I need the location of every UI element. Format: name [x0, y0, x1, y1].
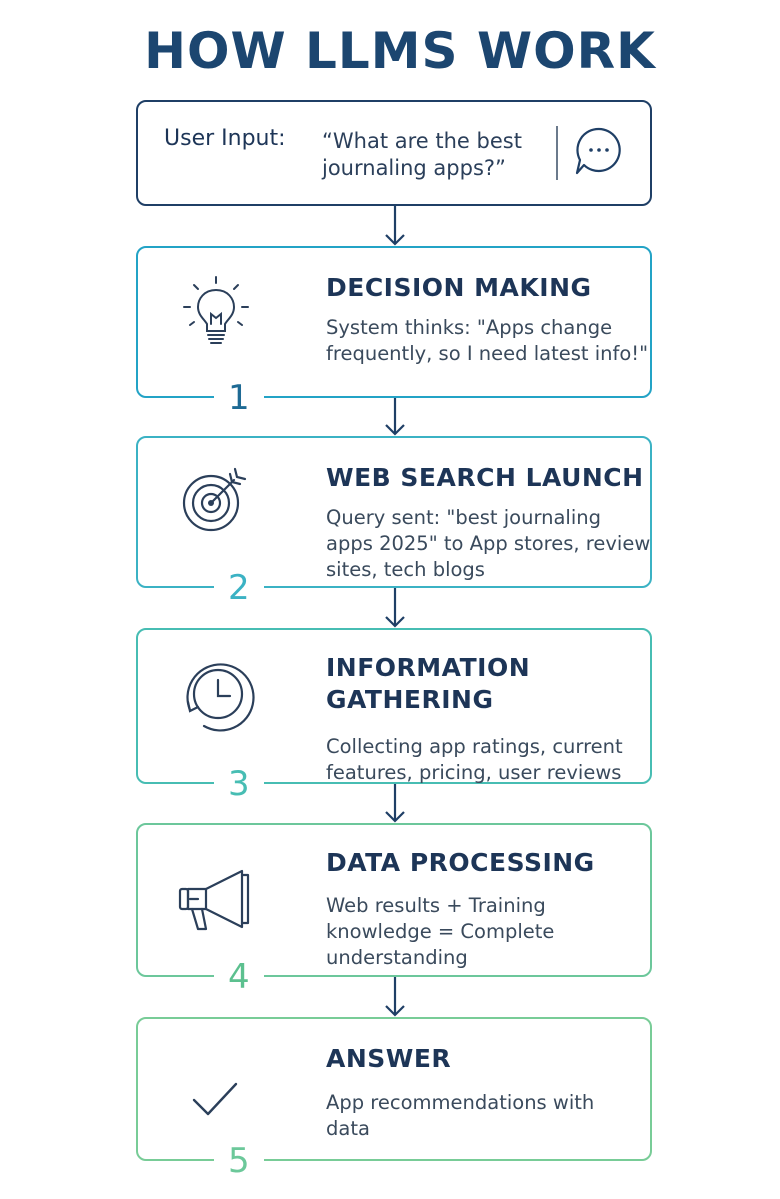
step-information-gathering: INFORMATION GATHERING Collecting app rat… — [136, 628, 652, 804]
step-number: 4 — [214, 957, 264, 997]
user-input-box: User Input: “What are the best journalin… — [136, 100, 652, 206]
page-title: HOW LLMS WORK — [144, 22, 656, 80]
step-description: System thinks: "Apps change frequently, … — [326, 316, 649, 365]
checkmark-icon — [192, 1082, 238, 1116]
arrow-down-icon — [385, 398, 405, 436]
step-heading: ANSWER — [326, 1044, 452, 1073]
lightbulb-icon — [183, 276, 249, 344]
chat-bubble-icon — [575, 127, 621, 175]
target-icon — [182, 467, 247, 532]
step-description: Query sent: "best journaling apps 2025" … — [326, 506, 651, 581]
step-number: 5 — [214, 1141, 264, 1181]
step-number: 2 — [214, 568, 264, 608]
user-input-text: “What are the best journaling apps?” — [322, 129, 522, 180]
arrow-down-icon — [385, 206, 405, 246]
step-web-search-launch: WEB SEARCH LAUNCH Query sent: "best jour… — [136, 436, 652, 608]
step-heading: INFORMATION GATHERING — [326, 653, 531, 714]
arrow-down-icon — [385, 588, 405, 628]
step-answer: ANSWER App recommendations with data 5 — [136, 1017, 652, 1181]
step-description: Collecting app ratings, current features… — [326, 735, 623, 784]
arrow-down-icon — [385, 977, 405, 1017]
step-description: App recommendations with data — [326, 1091, 595, 1140]
megaphone-icon — [178, 869, 250, 931]
step-decision-making: DECISION MAKING System thinks: "Apps cha… — [136, 246, 652, 418]
step-heading: DECISION MAKING — [326, 273, 592, 302]
step-heading: DATA PROCESSING — [326, 848, 595, 877]
clock-icon — [186, 663, 255, 732]
divider — [556, 126, 558, 180]
step-number: 1 — [214, 378, 264, 418]
step-number: 3 — [214, 764, 264, 804]
step-data-processing: DATA PROCESSING Web results + Training k… — [136, 823, 652, 997]
user-input-label: User Input: — [164, 126, 286, 151]
step-description: Web results + Training knowledge = Compl… — [326, 894, 555, 969]
step-heading: WEB SEARCH LAUNCH — [326, 463, 644, 492]
arrow-down-icon — [385, 784, 405, 823]
